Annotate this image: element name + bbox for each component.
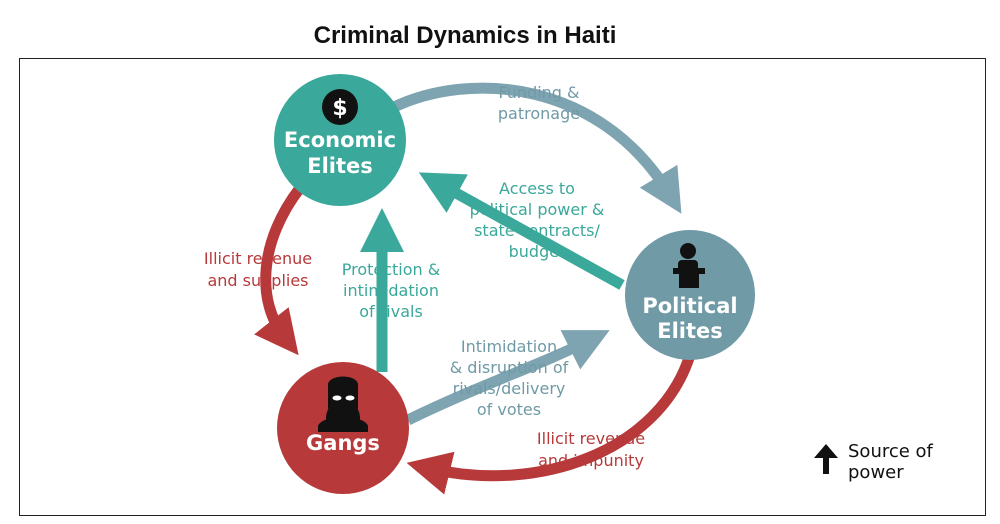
label-illicit-supplies-1: Illicit revenue xyxy=(204,249,312,268)
label-intimidation-4: of votes xyxy=(477,400,541,419)
label-funding-2: patronage xyxy=(498,104,580,123)
label-access-1: Access to xyxy=(499,179,575,198)
arrow-intimidation xyxy=(405,330,610,425)
label-protection-3: of rivals xyxy=(359,302,423,321)
dollar-icon xyxy=(322,89,358,125)
node-political-elites xyxy=(625,230,755,360)
label-access-4: budget xyxy=(509,242,566,261)
dollar-glyph: $ xyxy=(332,96,347,121)
arrow-funding xyxy=(389,82,682,214)
diagram-frame xyxy=(19,58,986,516)
label-illicit-impunity-2: and impunity xyxy=(538,451,644,470)
label-illicit-supplies-2: and supplies xyxy=(207,271,308,290)
node-gangs-label: Gangs xyxy=(306,431,380,455)
label-intimidation-3: rivals/delivery xyxy=(453,379,566,398)
arrow-access xyxy=(418,172,625,290)
legend: Source of power xyxy=(814,441,934,483)
label-illicit-impunity-1: Illicit revenue xyxy=(537,429,645,448)
legend-line-2: power xyxy=(848,462,904,483)
label-protection-2: intimidation xyxy=(343,281,439,300)
label-intimidation-2: & disruption of xyxy=(450,358,569,377)
label-access-2: political power & xyxy=(470,200,605,219)
legend-line-1: Source of xyxy=(848,441,934,462)
label-intimidation-1: Intimidation xyxy=(461,337,557,356)
label-access-3: state contracts/ xyxy=(474,221,600,240)
label-protection-1: Protection & xyxy=(342,260,441,279)
up-arrow-icon xyxy=(814,444,838,474)
node-political-label-1: Political xyxy=(642,294,737,318)
label-funding-1: Funding & xyxy=(498,83,579,102)
node-political-label-2: Elites xyxy=(657,319,723,343)
node-economic-label-1: Economic xyxy=(284,128,396,152)
arrow-illicit-supplies xyxy=(254,184,305,356)
arrow-illicit-impunity xyxy=(406,353,696,495)
node-economic-elites xyxy=(274,74,406,206)
masked-person-icon xyxy=(318,376,368,432)
diagram-title: Criminal Dynamics in Haiti xyxy=(313,22,617,49)
node-economic-label-2: Elites xyxy=(307,154,373,178)
podium-speaker-icon xyxy=(673,243,705,288)
